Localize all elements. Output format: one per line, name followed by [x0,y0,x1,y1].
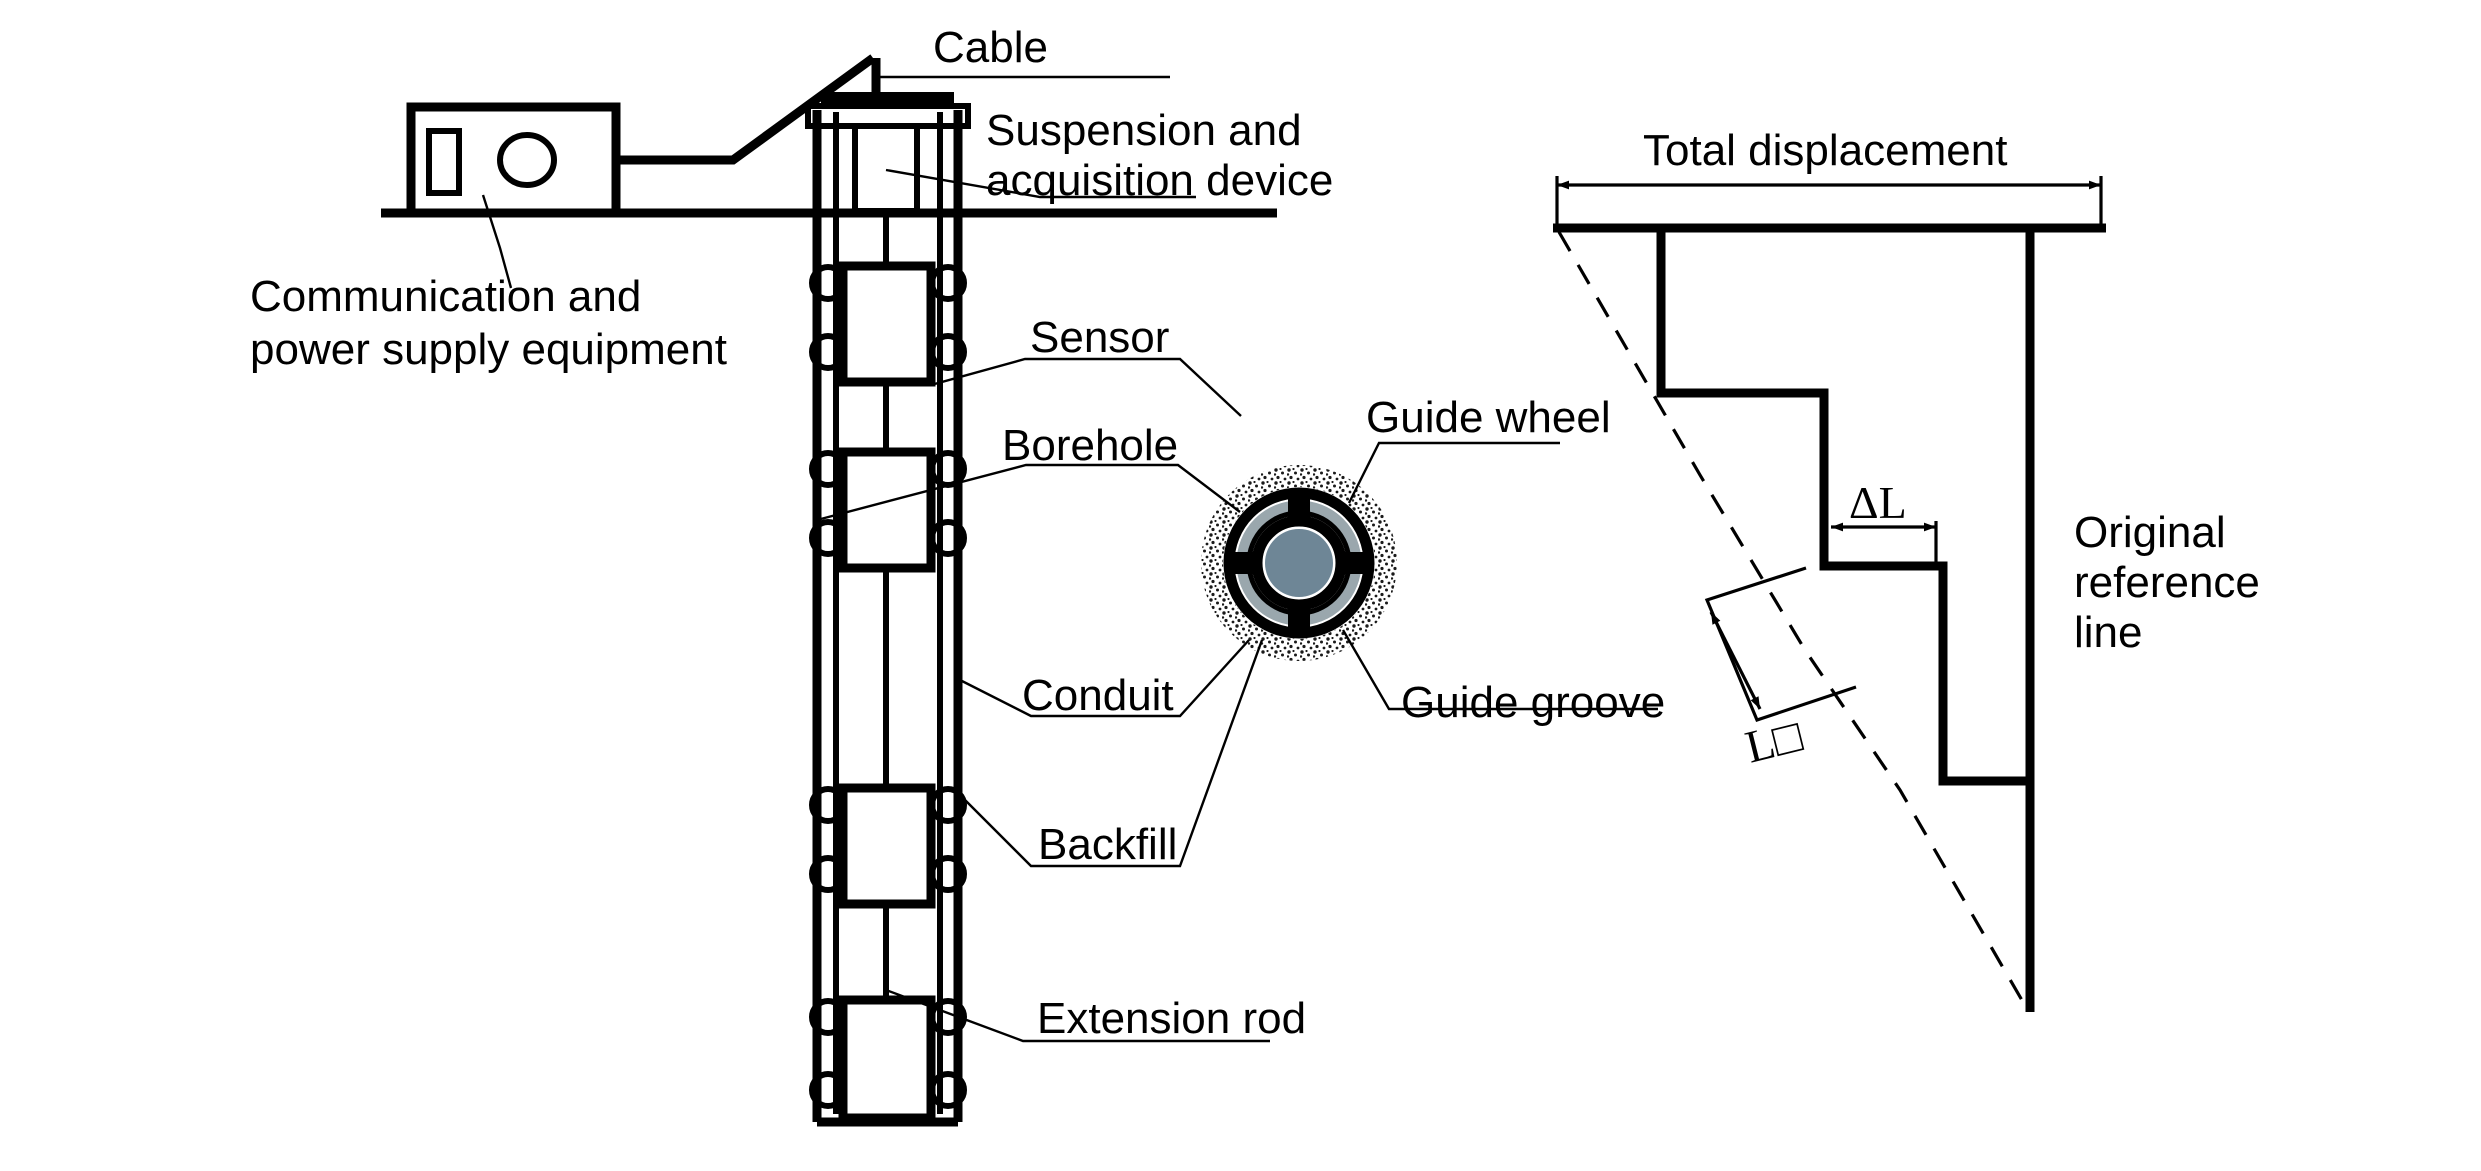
guide-wheel-icon [929,264,967,302]
label-original-reference-line1: Original [2074,508,2226,557]
label-suspension-line1: Suspension and [986,106,1302,155]
guide-wheel-leader-line [1347,441,1560,504]
acquisition-device-body [852,123,920,214]
equipment-dial-icon [497,132,557,188]
label-communication-line1: Communication and [250,272,641,321]
guide-wheel-icon [809,450,847,488]
label-sensor: Sensor [1030,313,1169,362]
label-cable: Cable [933,23,1048,72]
backfill-leader-line [957,639,1264,868]
label-guide-groove: Guide groove [1401,678,1665,727]
label-delta-l: ΔL [1849,477,1907,528]
guide-wheel-icon [809,264,847,302]
sensor-core-fill [1265,529,1333,597]
communication-power-supply-box [406,102,621,218]
sensor-body [838,261,936,387]
label-extension-rod: Extension rod [1037,994,1306,1043]
guide-wheel-icon [809,1071,847,1109]
guide-wheel-icon [809,998,847,1036]
guide-wheel-icon [929,998,967,1036]
label-backfill: Backfill [1038,820,1177,869]
ln-dimension-box [1704,566,1857,722]
suspension-leader-line [885,168,1196,199]
label-guide-wheel: Guide wheel [1366,393,1611,442]
guide-wheel-icon [929,333,967,371]
label-communication-line2: power supply equipment [250,325,727,374]
guide-wheel-icon [809,786,847,824]
sensor-module-2 [809,447,967,573]
stepped-displacement-profile [1656,228,2030,786]
deflection-dashed-line [1557,231,2025,1003]
label-total-displacement: Total displacement [1643,126,2007,175]
borehole-leader-line [816,463,1241,522]
suspension-cap-upper [821,92,954,106]
borehole-group [805,58,971,1127]
label-borehole: Borehole [1002,421,1178,470]
guide-wheel-icon [929,855,967,893]
sensor-leader-line [930,357,1242,417]
label-ln: L□ [1740,710,1807,773]
guide-wheel-icon [929,786,967,824]
sensor-body [838,995,936,1123]
label-leader-lines [816,75,1658,1043]
label-suspension-line2: acquisition device [986,156,1333,205]
guide-wheel-icon [929,519,967,557]
label-original-reference-line3: line [2074,608,2143,657]
borehole-cross-section [1201,465,1397,661]
equipment-display-icon [426,128,462,196]
text-labels: Communication and power supply equipment… [250,23,2260,1043]
sensor-module-4 [809,995,967,1123]
conduit-leader-line [957,639,1250,718]
ln-dimension-arrow [1709,611,1762,710]
guide-wheel-icon [809,855,847,893]
extension-rod-leader-line [885,988,1270,1043]
displacement-diagram [1553,176,2106,1012]
guide-wheel-icon [809,519,847,557]
label-conduit: Conduit [1022,671,1174,720]
label-original-reference-line2: reference [2074,558,2260,607]
communication-leader-line [481,194,513,289]
guide-groove-leader-line [1341,629,1658,711]
guide-wheel-icon [929,1071,967,1109]
guide-wheel-icon [809,333,847,371]
sensor-body [838,783,936,909]
